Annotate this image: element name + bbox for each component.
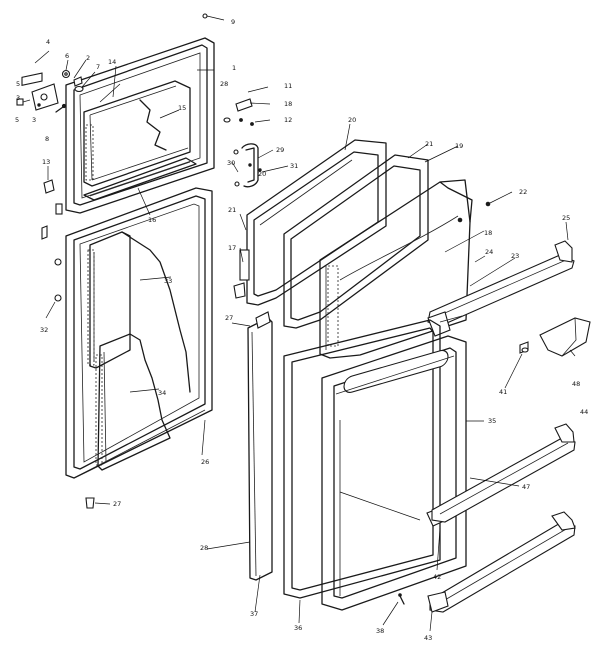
label-31: 31 bbox=[290, 162, 298, 170]
label-22: 22 bbox=[519, 188, 527, 196]
label-37: 37 bbox=[250, 610, 258, 618]
label-36: 36 bbox=[294, 624, 302, 632]
fresh-food-gasket-strip-28-37 bbox=[247, 311, 273, 581]
label-28: 28 bbox=[220, 80, 228, 88]
fresh-food-gasket-frame-36 bbox=[283, 319, 441, 599]
label-30: 30 bbox=[227, 159, 235, 167]
label-41: 41 bbox=[499, 388, 507, 396]
label-12: 12 bbox=[284, 116, 292, 124]
leader-lines bbox=[34, 50, 576, 632]
freezer-door-gasket-19 bbox=[283, 154, 429, 329]
fresh-food-door-gasket-frame bbox=[65, 187, 213, 479]
label-32: 32 bbox=[40, 326, 48, 334]
label-20: 20 bbox=[348, 116, 356, 124]
label-20b: 20 bbox=[258, 170, 266, 178]
lower-handle-bar-43 bbox=[398, 511, 576, 613]
freezer-handle-23 bbox=[427, 240, 575, 337]
label-7: 7 bbox=[96, 63, 100, 71]
label-15: 15 bbox=[178, 104, 186, 112]
label-47: 47 bbox=[522, 483, 530, 491]
label-24: 24 bbox=[485, 248, 493, 256]
label-8: 8 bbox=[45, 135, 49, 143]
label-5b: 5 bbox=[15, 116, 19, 124]
label-2: 2 bbox=[86, 54, 90, 62]
label-13: 13 bbox=[42, 158, 50, 166]
label-1: 1 bbox=[232, 64, 236, 72]
label-14: 14 bbox=[108, 58, 116, 66]
label-18: 18 bbox=[284, 100, 292, 108]
label-33: 33 bbox=[164, 277, 172, 285]
label-29: 29 bbox=[276, 146, 284, 154]
label-25: 25 bbox=[562, 214, 570, 222]
label-11: 11 bbox=[284, 82, 292, 90]
label-35: 35 bbox=[488, 417, 496, 425]
label-4: 4 bbox=[46, 38, 50, 46]
freezer-outer-door-18 bbox=[319, 179, 513, 359]
fresh-food-door-liner bbox=[41, 225, 191, 509]
upper-hinge-parts bbox=[223, 86, 269, 188]
label-21b: 21 bbox=[228, 206, 236, 214]
freezer-door-liner bbox=[83, 80, 197, 201]
freezer-door-gasket-frame bbox=[65, 37, 215, 214]
label-34: 34 bbox=[158, 389, 166, 397]
freezer-inner-panel-20 bbox=[233, 139, 387, 306]
label-16: 16 bbox=[148, 216, 156, 224]
part-number-labels: 4 6 2 7 14 1 9 15 5 3 5 3 8 13 16 33 32 … bbox=[15, 18, 588, 642]
label-28b: 28 bbox=[200, 544, 208, 552]
label-38: 38 bbox=[376, 627, 384, 635]
label-26: 26 bbox=[201, 458, 209, 466]
label-27: 27 bbox=[113, 500, 121, 508]
label-3b: 3 bbox=[32, 116, 36, 124]
label-3: 3 bbox=[16, 94, 20, 102]
label-6: 6 bbox=[65, 52, 69, 60]
label-27b: 27 bbox=[225, 314, 233, 322]
label-19: 19 bbox=[455, 142, 463, 150]
door-handle-bar-47-44 bbox=[431, 423, 576, 523]
label-18b: 18 bbox=[484, 229, 492, 237]
label-23: 23 bbox=[511, 252, 519, 260]
label-48: 48 bbox=[572, 380, 580, 388]
freezer-door-hinge-hardware bbox=[16, 13, 225, 215]
label-43: 43 bbox=[424, 634, 432, 642]
hinge-cover-48 bbox=[519, 317, 591, 357]
label-5: 5 bbox=[16, 80, 20, 88]
label-17: 17 bbox=[228, 244, 236, 252]
label-44: 44 bbox=[580, 408, 588, 416]
label-9: 9 bbox=[231, 18, 235, 26]
label-42: 42 bbox=[433, 573, 441, 581]
label-21: 21 bbox=[425, 140, 433, 148]
